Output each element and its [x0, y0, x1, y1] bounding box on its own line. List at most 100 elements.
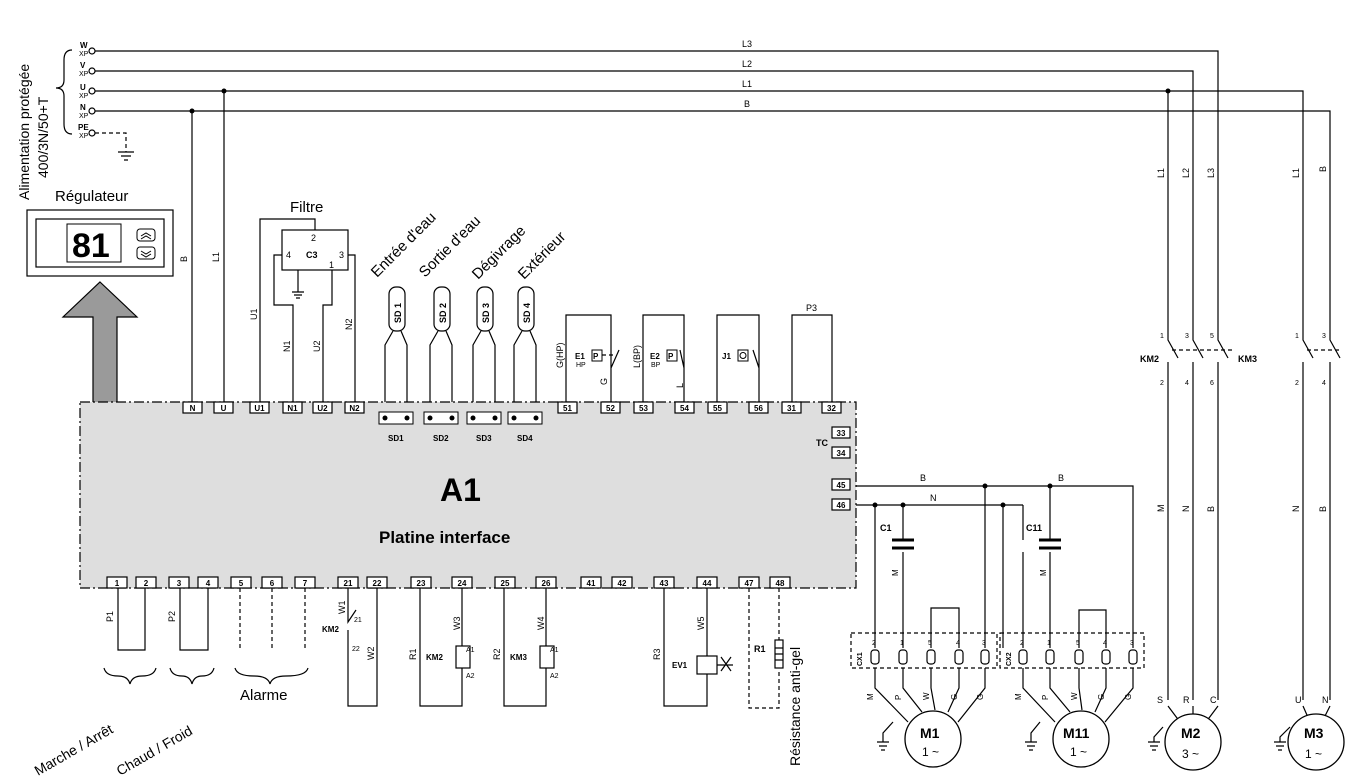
km3-pin: 2: [1295, 380, 1299, 387]
filter-c3: Filtre 2 4 C3 3 1 U1 N1 U2 N2: [249, 199, 356, 402]
connector-pin-number: 1: [1047, 640, 1051, 647]
coil-a1: A1: [550, 647, 559, 654]
wire-p2: P2: [167, 611, 177, 622]
line-l2: L2: [742, 59, 752, 69]
connector-pin-number: 5: [928, 640, 932, 647]
supply-label-1: Alimentation protégée: [16, 64, 32, 200]
connector-wire-label: W: [1070, 692, 1079, 700]
wire-n: N: [1181, 506, 1191, 513]
terminal-top-box: [312, 401, 333, 414]
terminal-top: 54: [680, 404, 689, 413]
km2-pin: 2: [1160, 380, 1164, 387]
connector-cx1: CX1: [857, 652, 864, 666]
svg-text:SD 3: SD 3: [481, 303, 491, 323]
wire-w3: W3: [452, 617, 462, 631]
connector-pin-number: 3: [982, 640, 986, 647]
motor-m2-name: M2: [1181, 725, 1201, 741]
motor-m3-name: M3: [1304, 725, 1324, 741]
terminal-top-box: [748, 401, 769, 414]
label-marche-arret: Marche / Arrêt: [32, 721, 116, 776]
terminal-top: 55: [713, 404, 722, 413]
regulator-down-button[interactable]: [136, 246, 156, 260]
sensor-terminal: SD3: [476, 434, 492, 443]
terminal-top: U1: [254, 404, 265, 413]
pin-21: 21: [354, 617, 362, 624]
wire-b: B: [1318, 166, 1328, 172]
ev1-label: EV1: [672, 661, 688, 670]
terminal-right-box: [831, 426, 851, 439]
terminal-bottom-box: [410, 576, 432, 589]
terminal-bottom-box: [168, 576, 190, 589]
wire-m: M: [1039, 569, 1048, 576]
connector-pin: [926, 649, 936, 665]
km3-coil-label: KM3: [510, 653, 527, 662]
pressure-switches: G(HP) G P E1 HP L(BP) L P E2 BP J1 P3: [555, 303, 833, 402]
terminal-bottom-box: [135, 576, 157, 589]
filter-pin: 1: [329, 260, 334, 270]
terminal-bottom: 47: [745, 579, 754, 588]
wire-l3: L3: [1206, 168, 1216, 178]
svg-text:SD 1: SD 1: [393, 303, 403, 323]
supply-terminal-pe: PE: [78, 123, 89, 132]
terminal-top: 52: [606, 404, 615, 413]
motor-m1-name: M1: [920, 725, 940, 741]
terminal-top: N1: [287, 404, 298, 413]
board-name: A1: [440, 472, 481, 508]
terminal-bottom: 48: [776, 579, 785, 588]
motor-m3-type: 1 ~: [1305, 747, 1322, 761]
fan-motors: C1 C11 M M B B N CX1 CX2 2M1P5W4G3G2M1P5…: [850, 473, 1145, 768]
motor-m2-type: 3 ~: [1182, 747, 1199, 761]
wire-u2: U2: [312, 340, 322, 352]
terminal-bottom-box: [230, 576, 252, 589]
km3-pin: 1: [1295, 333, 1299, 340]
terminal-bottom: 7: [303, 579, 308, 588]
regulator-up-button[interactable]: [136, 228, 156, 242]
board-tc: TC: [816, 438, 828, 448]
supply-label-2: 400/3N/50+T: [35, 96, 51, 178]
bottom-wiring: P1 P2 Marche / Arrêt Chaud / Froid Alarm…: [32, 588, 803, 776]
wire-b: B: [1058, 473, 1064, 483]
supply-terminal-sub: XP: [79, 51, 89, 58]
wire-u1: U1: [249, 308, 259, 320]
connector-wire-label: P: [894, 695, 903, 700]
connector-wire-label: M: [866, 693, 875, 700]
connector-pin: [898, 649, 908, 665]
filter-pin: 3: [339, 250, 344, 260]
sensor-terminal: SD4: [517, 434, 533, 443]
terminal-bottom: 6: [270, 579, 275, 588]
wire-w4: W4: [536, 617, 546, 631]
connector-pin: [1018, 649, 1028, 665]
regulator-title: Régulateur: [55, 188, 128, 205]
line-b: B: [744, 99, 750, 109]
terminal-top: 32: [827, 404, 836, 413]
wire-b: B: [1318, 506, 1328, 512]
terminal-bottom: 21: [344, 579, 353, 588]
terminal-top-box: [674, 401, 695, 414]
terminal-top: U2: [317, 404, 328, 413]
terminal-top-box: [821, 401, 842, 414]
regulator: Régulateur 81: [26, 188, 179, 518]
terminal-bottom: 1: [115, 579, 120, 588]
km2-coil-label: KM2: [426, 653, 443, 662]
terminal-top: N2: [349, 404, 360, 413]
chevron-up-icon: [140, 232, 152, 240]
terminal-bottom-box: [494, 576, 516, 589]
phase-n: N: [1322, 695, 1329, 705]
terminal-bottom-box: [580, 576, 602, 589]
supply-terminal-v: V: [80, 61, 86, 70]
wire-b: B: [1206, 506, 1216, 512]
terminal-bottom: 26: [542, 579, 551, 588]
supply-terminal-sub: XP: [79, 113, 89, 120]
km2-aux-label: KM2: [322, 625, 339, 634]
phase-s: S: [1157, 695, 1163, 705]
terminal-bottom: 2: [144, 579, 149, 588]
connector-pin-number: 1: [900, 640, 904, 647]
connector-pin-number: 4: [956, 640, 960, 647]
switch-e1: E1: [575, 352, 585, 361]
wire-g-hp: G(HP): [555, 343, 565, 369]
wire-r2: R2: [492, 648, 502, 660]
wire-g: G: [599, 378, 609, 385]
terminal-top-box: [282, 401, 303, 414]
